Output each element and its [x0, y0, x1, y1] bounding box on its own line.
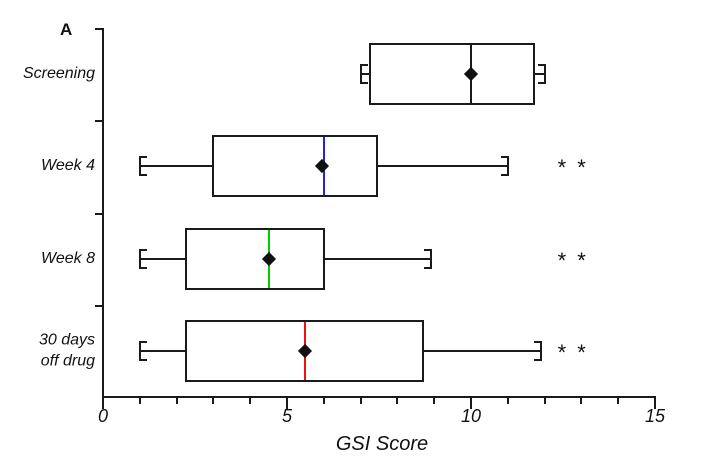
whisker-cap-low	[138, 156, 147, 176]
y-tick	[95, 120, 102, 123]
whisker-cap-high	[537, 64, 546, 84]
x-major-tick	[470, 398, 472, 409]
iqr-box	[212, 135, 379, 197]
x-tick-label: 10	[460, 406, 482, 426]
y-tick	[95, 212, 102, 215]
iqr-box	[184, 228, 325, 290]
x-major-tick	[654, 398, 656, 409]
x-minor-tick	[396, 398, 399, 404]
whisker-cap-low	[138, 341, 147, 361]
y-tick	[95, 28, 102, 30]
whisker-cap-high	[423, 249, 432, 269]
x-axis-line	[102, 396, 656, 398]
x-minor-tick	[175, 398, 178, 404]
x-minor-tick	[580, 398, 583, 404]
category-label: Screening	[22, 65, 95, 83]
x-minor-tick	[617, 398, 620, 404]
category-label: Week 8	[41, 249, 95, 267]
whisker-line-high	[323, 258, 431, 260]
x-major-tick	[286, 398, 288, 409]
x-minor-tick	[433, 398, 436, 404]
x-axis-title: GSI Score	[335, 433, 429, 455]
whisker-cap-high	[533, 341, 542, 361]
x-minor-tick	[249, 398, 252, 404]
whisker-line-low	[139, 350, 186, 352]
x-tick-label: 0	[97, 406, 109, 426]
whisker-cap-low	[138, 249, 147, 269]
x-minor-tick	[138, 398, 141, 404]
x-minor-tick	[212, 398, 215, 404]
x-tick-label: 15	[644, 406, 666, 426]
whisker-line-low	[139, 165, 214, 167]
whisker-line-high	[377, 165, 508, 167]
x-minor-tick	[322, 398, 325, 404]
y-tick	[95, 304, 102, 307]
category-label: Week 4	[41, 157, 95, 175]
x-tick-label: 5	[281, 406, 293, 426]
iqr-box	[184, 320, 425, 382]
whisker-cap-high	[500, 156, 509, 176]
significance-label: * *	[557, 340, 589, 365]
iqr-box	[368, 43, 535, 105]
x-major-tick	[102, 398, 104, 409]
whisker-cap-low	[359, 64, 368, 84]
whisker-line-low	[360, 73, 370, 75]
x-minor-tick	[359, 398, 362, 404]
x-minor-tick	[506, 398, 509, 404]
category-label: 30 days off drug	[38, 331, 95, 370]
y-axis-line	[102, 28, 104, 397]
significance-label: * *	[557, 155, 589, 180]
whisker-line-high	[423, 350, 541, 352]
significance-label: * *	[557, 248, 589, 273]
whisker-line-low	[139, 258, 186, 260]
panel-label: A	[60, 20, 73, 39]
x-minor-tick	[543, 398, 546, 404]
whisker-line-high	[533, 73, 545, 75]
